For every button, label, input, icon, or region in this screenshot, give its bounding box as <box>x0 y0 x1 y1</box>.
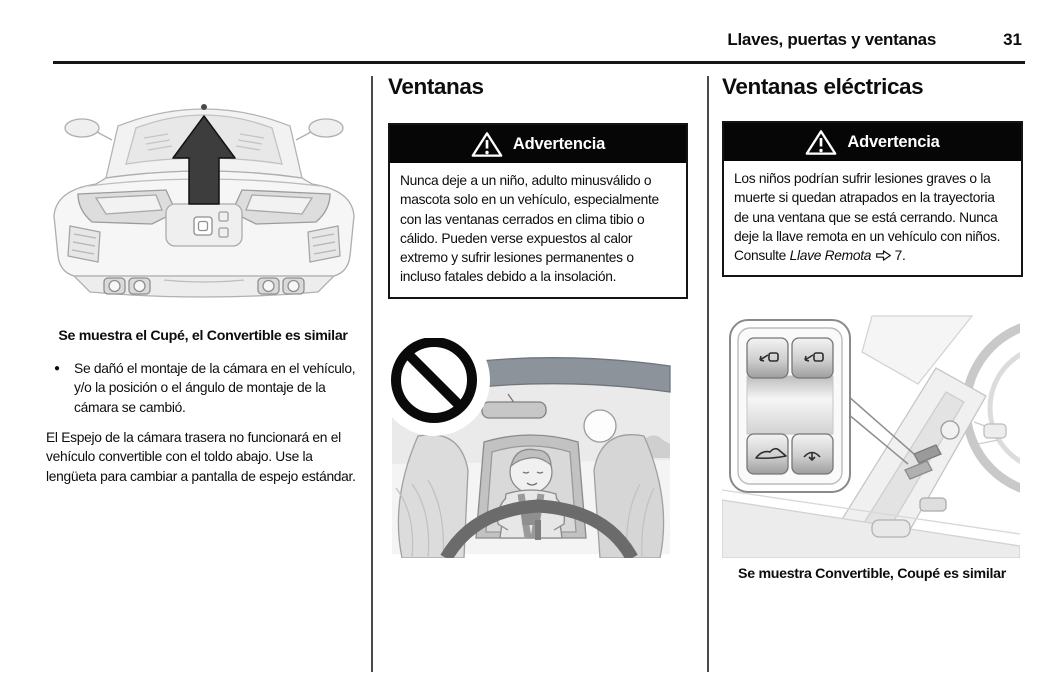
window-switches-figure <box>722 315 1020 558</box>
bullet-marker: ● <box>54 363 61 374</box>
car-rear-camera-figure <box>53 104 355 298</box>
roof-window-switch-icon <box>803 451 821 461</box>
warning-body: Los niños podrían sufrir lesiones graves… <box>724 161 1021 275</box>
switch-callout-panel <box>729 319 851 493</box>
reference-title: Llave Remota <box>789 248 872 264</box>
section-heading-ventanas: Ventanas <box>388 74 484 99</box>
section-heading-ventanas-electricas: Ventanas eléctricas <box>722 74 924 99</box>
warning-body: Nunca deje a un niño, adulto minusválido… <box>400 173 659 285</box>
reference-page: 7. <box>894 248 906 264</box>
child-in-vehicle-figure <box>388 338 671 558</box>
right-figure-caption: Se muestra Convertible, Coupé es similar <box>738 566 1006 582</box>
page-number: 31 <box>1003 30 1022 49</box>
chapter-title: Llaves, puertas y ventanas <box>727 30 936 49</box>
window-switch-icon <box>804 352 824 362</box>
warning-label: Advertencia <box>847 132 940 151</box>
column-divider-left <box>371 76 373 672</box>
prohibition-icon <box>388 338 490 436</box>
warning-header: Advertencia <box>724 123 1021 161</box>
warning-label: Advertencia <box>512 134 606 153</box>
column-divider-right <box>707 76 709 672</box>
up-arrow-icon <box>172 104 236 205</box>
warning-text: Los niños podrían sufrir lesiones graves… <box>734 171 1001 264</box>
camera-damage-bullet: ● Se dañó el montaje de la cámara en el … <box>50 359 358 417</box>
warning-header: Advertencia <box>390 125 686 163</box>
left-figure-caption: Se muestra el Cupé, el Convertible es si… <box>58 328 348 344</box>
warning-triangle-icon <box>805 129 837 155</box>
rear-camera-paragraph: El Espejo de la cámara trasera no funcio… <box>46 430 356 484</box>
warning-box-ventanas-electricas: Advertencia Los niños podrían sufrir les… <box>722 121 1023 278</box>
bullet-text: Se dañó el montaje de la cámara en el ve… <box>74 361 356 415</box>
window-switch-icon <box>759 352 779 362</box>
convertible-top-switch-icon <box>755 447 787 460</box>
cross-reference-arrow-icon <box>875 250 891 261</box>
header-rule <box>53 61 1025 64</box>
warning-box-ventanas: Advertencia Nunca deje a un niño, adulto… <box>388 123 688 299</box>
warning-triangle-icon <box>471 131 503 157</box>
cross-reference: 7. <box>875 248 906 263</box>
